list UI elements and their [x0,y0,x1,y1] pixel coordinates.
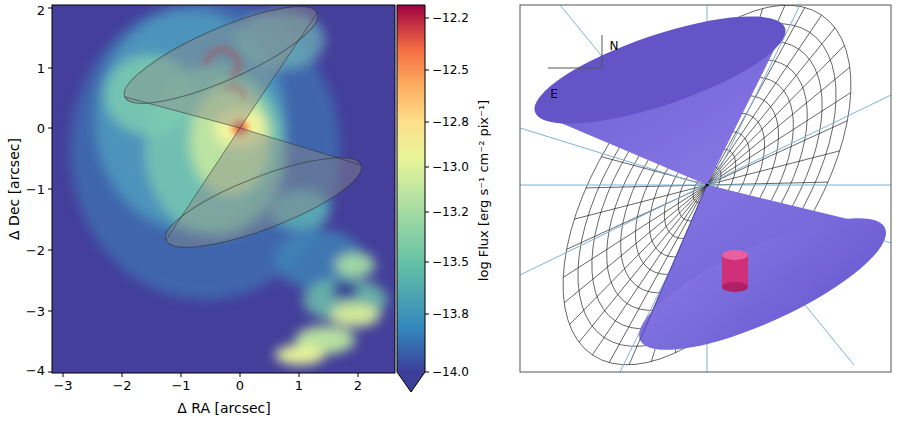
colorbar-tick: −13.8 [432,308,469,320]
tick-label: 1 [37,62,45,75]
tick-label: 1 [295,379,303,392]
tick-label: 0 [37,122,45,135]
colorbar-tick: −12.2 [432,12,469,24]
disk-wireframe [520,5,891,372]
tick-label: −2 [112,379,131,392]
tick-label: −1 [171,379,190,392]
tick-label: −2 [26,244,45,257]
plot-frame [52,5,395,373]
tick-label: −4 [26,364,45,377]
tick-label: −3 [26,305,45,318]
compass-label: E [550,88,558,100]
compass [548,35,602,68]
cone-overlay [114,5,370,264]
colorbar-tick: −14.0 [432,366,469,378]
model-frame [520,5,891,372]
axis-ticks [48,8,358,377]
cloud-cylinder [722,250,748,292]
colorbar-tick: −13.0 [432,161,469,173]
colorbar-tick: −12.5 [432,64,469,76]
tick-label: 0 [236,379,244,392]
tick-label: 2 [354,379,362,392]
colorbar-tick: −12.8 [432,116,469,128]
colorbar [397,5,429,392]
tick-label: −1 [26,183,45,196]
colorbar-tick: −13.2 [432,206,469,218]
upper-cone [524,5,796,185]
bicone-model [520,5,891,372]
axis-title: Δ RA [arcsec] [177,401,270,415]
lower-cone [624,185,891,372]
axis-title: Δ Dec [arcsec] [7,138,21,240]
compass-label: N [610,40,619,52]
colorbar-title: log Flux [erg s⁻¹ cm⁻² pix⁻¹] [478,99,491,280]
tick-label: −3 [53,379,72,392]
colorbar-tick: −13.5 [432,256,469,268]
tick-label: 2 [37,4,45,17]
flux-map [52,5,395,373]
